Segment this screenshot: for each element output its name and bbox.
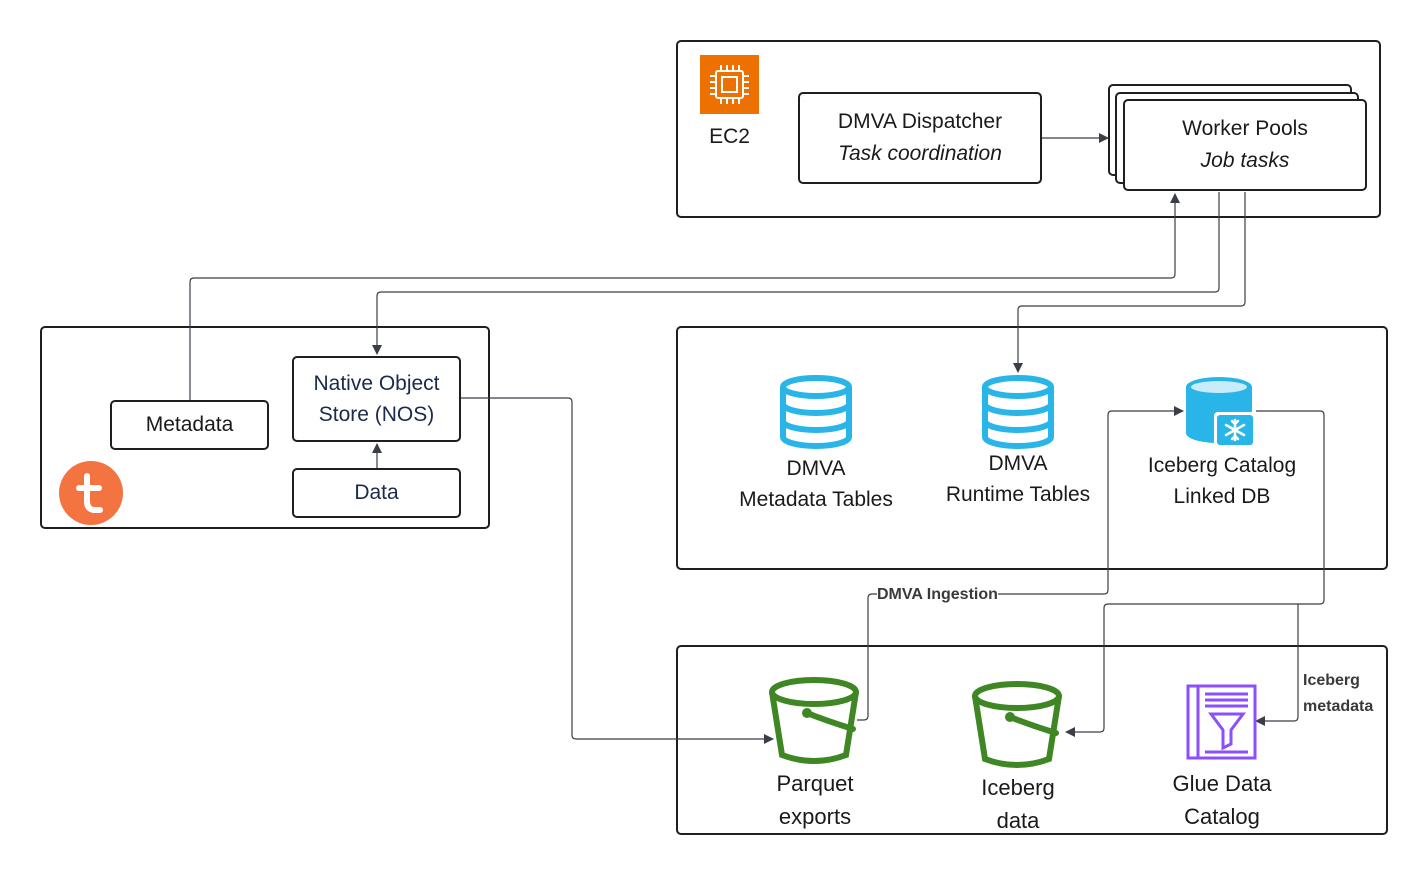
teradata-logo-icon: [59, 461, 123, 525]
iceberg-metadata-line2: metadata: [1303, 698, 1374, 715]
workers-subtitle: Job tasks: [1200, 149, 1290, 172]
runtime-tables-line2: Runtime Tables: [945, 483, 1091, 506]
metadata-label: Metadata: [145, 413, 234, 436]
iceberg-catalog-label: Iceberg Catalog Linked DB: [1112, 450, 1332, 512]
data-label: Data: [354, 481, 399, 504]
metadata-node[interactable]: Metadata: [110, 400, 269, 450]
glue-catalog-icon: [1186, 684, 1258, 760]
metadata-tables-line1: DMVA: [786, 457, 846, 480]
parquet-line2: exports: [778, 804, 852, 829]
parquet-line1: Parquet: [776, 771, 854, 796]
data-node[interactable]: Data: [292, 468, 461, 518]
database-icon-runtime: [980, 374, 1056, 450]
metadata-tables-line2: Metadata Tables: [739, 488, 893, 511]
runtime-tables-label: DMVA Runtime Tables: [918, 448, 1118, 510]
iceberg-catalog-line2: Linked DB: [1173, 485, 1271, 508]
iceberg-catalog-line1: Iceberg Catalog: [1147, 454, 1297, 477]
dispatcher-subtitle: Task coordination: [838, 142, 1002, 165]
s3-bucket-icon-parquet: [767, 675, 863, 767]
runtime-tables-line1: DMVA: [988, 452, 1048, 475]
database-icon-metadata: [778, 374, 854, 450]
iceberg-data-line2: data: [996, 808, 1040, 833]
ec2-label: EC2: [709, 125, 750, 148]
dispatcher-title: DMVA Dispatcher: [837, 110, 1003, 133]
nos-node[interactable]: Native Object Store (NOS): [292, 356, 461, 442]
nos-label-line2: Store (NOS): [318, 403, 435, 426]
s3-bucket-icon-iceberg: [970, 679, 1066, 771]
snowflake-database-icon: [1184, 374, 1262, 450]
glue-line1: Glue Data: [1172, 771, 1272, 796]
parquet-exports-label: Parquet exports: [735, 767, 895, 833]
worker-pools-node[interactable]: Worker Pools Job tasks: [1123, 99, 1367, 191]
iceberg-metadata-edge-label: Iceberg metadata: [1303, 668, 1374, 720]
metadata-tables-label: DMVA Metadata Tables: [716, 453, 916, 515]
nos-label-line1: Native Object: [313, 372, 440, 395]
workers-title: Worker Pools: [1182, 117, 1308, 140]
iceberg-data-line1: Iceberg: [981, 775, 1055, 800]
iceberg-data-label: Iceberg data: [938, 771, 1098, 837]
glue-catalog-label: Glue Data Catalog: [1142, 767, 1302, 833]
glue-line2: Catalog: [1184, 804, 1260, 829]
iceberg-metadata-line1: Iceberg: [1303, 672, 1360, 689]
ec2-icon: [700, 55, 759, 114]
dmva-ingestion-edge-label: DMVA Ingestion: [877, 585, 998, 605]
dmva-dispatcher-node[interactable]: DMVA Dispatcher Task coordination: [798, 92, 1042, 184]
